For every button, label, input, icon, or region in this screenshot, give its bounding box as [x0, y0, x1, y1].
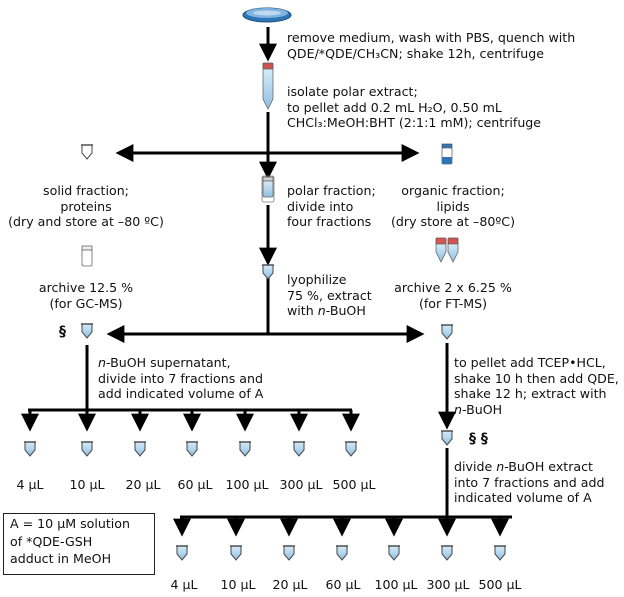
tube-icon — [345, 441, 357, 457]
tube-icon — [441, 324, 453, 340]
volume-label: 100 µL — [374, 577, 418, 592]
legend-line: adduct in MeOH — [10, 551, 112, 566]
volume-label: 10 µL — [220, 577, 256, 592]
legend-line: A = 10 µM solution — [10, 516, 130, 531]
step-isolate-polar: isolate polar extract;to pellet add 0.2 … — [287, 84, 542, 130]
legend-line: of *QDE-GSH — [10, 533, 93, 549]
section-mark-2: § § — [469, 431, 488, 447]
volume-label: 4 µL — [16, 477, 44, 492]
step-quench: remove medium, wash with PBS, quench wit… — [287, 30, 576, 61]
tube-icon — [441, 545, 453, 561]
tube-icon — [283, 545, 295, 561]
volume-label: 20 µL — [125, 477, 161, 492]
tube-icon — [441, 430, 453, 446]
tube-icon — [293, 441, 305, 457]
solid-fraction-label: solid fraction;proteins(dry and store at… — [8, 183, 164, 229]
tube-icon — [186, 441, 198, 457]
fanout-arrows-right — [173, 517, 509, 537]
archive-ftms-label: archive 2 x 6.25 %(for FT-MS) — [394, 280, 512, 311]
volume-label: 60 µL — [177, 477, 213, 492]
legend-box: A = 10 µM solution of *QDE-GSH adduct in… — [3, 513, 155, 575]
tube-icon — [336, 545, 348, 561]
pellet-step-label: to pellet add TCEP•HCL,shake 10 h then a… — [454, 355, 619, 417]
tube-icon — [230, 545, 242, 561]
volume-label: 300 µL — [279, 477, 323, 492]
volume-label: 500 µL — [332, 477, 376, 492]
centrifuge-tube-icon — [435, 237, 447, 263]
organic-fraction-label: organic fraction;lipids(dry store at –80… — [390, 183, 516, 229]
tube-icon — [494, 545, 506, 561]
vial-icon — [81, 245, 93, 267]
tube-icon — [134, 441, 146, 457]
centrifuge-tube-icon — [447, 237, 459, 263]
fanout-arrows-left — [21, 410, 360, 432]
volume-label: 60 µL — [325, 577, 361, 592]
tube-icon — [176, 545, 188, 561]
petri-dish-icon — [242, 7, 292, 23]
centrifuge-tube-icon — [262, 62, 274, 110]
tube-icon — [262, 264, 274, 280]
tube-icon — [81, 441, 93, 457]
vial-icon — [262, 176, 274, 198]
volume-label: 300 µL — [426, 577, 470, 592]
volume-label: 500 µL — [478, 577, 522, 592]
tube-icon — [24, 441, 36, 457]
tube-icon — [239, 441, 251, 457]
section-mark-1: § — [59, 324, 66, 340]
volume-label: 100 µL — [225, 477, 269, 492]
tube-icon — [388, 545, 400, 561]
volume-label: 10 µL — [69, 477, 105, 492]
tube-icons — [24, 62, 506, 561]
divide-extract-label: divide n-BuOH extract into 7 fractions a… — [454, 459, 605, 505]
tube-icon — [81, 323, 93, 339]
supernatant-label: n-BuOH supernatant, divide into 7 fracti… — [98, 355, 264, 401]
volume-label: 20 µL — [272, 577, 308, 592]
tube-icon — [81, 144, 93, 160]
volume-label: 4 µL — [170, 577, 198, 592]
archive-gcms-label: archive 12.5 %(for GC-MS) — [38, 280, 134, 311]
